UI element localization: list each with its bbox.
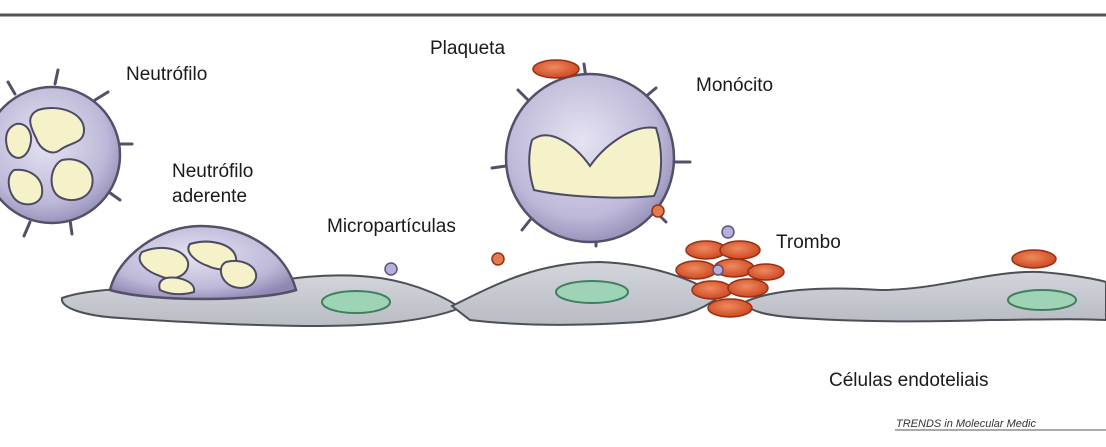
endothelial-nucleus [556, 281, 628, 303]
credit-text: TRENDS in Molecular Medic [896, 418, 1036, 430]
endothelial-nucleus [1008, 290, 1076, 310]
platelet [1012, 250, 1056, 268]
platelet [533, 60, 579, 78]
label-microparticulas: Micropartículas [327, 216, 456, 237]
adherent-neutrophil [110, 226, 296, 299]
microparticle [652, 205, 664, 217]
label-neutrofilo-aderente-line2: aderente [172, 186, 247, 207]
microparticle [492, 253, 504, 265]
neutrophil [0, 70, 132, 236]
monocyte [492, 64, 690, 246]
microparticle [713, 265, 723, 275]
label-monocito: Monócito [696, 75, 773, 96]
label-plaqueta: Plaqueta [430, 38, 505, 59]
label-neutrofilo-aderente-line1: Neutrófilo [172, 161, 253, 182]
label-neutrofilo: Neutrófilo [126, 64, 207, 85]
label-trombo: Trombo [776, 232, 841, 253]
label-celulas-endoteliais: Células endoteliais [829, 370, 989, 391]
endothelial-nucleus [322, 291, 390, 313]
microparticle [722, 226, 734, 238]
microparticle [385, 263, 397, 275]
